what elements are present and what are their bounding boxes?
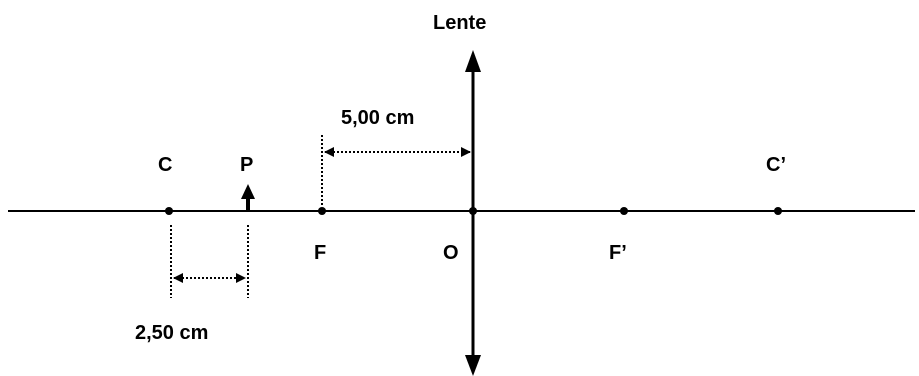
point-c-prime: [774, 207, 782, 215]
object-offset-label: 2,50 cm: [135, 322, 209, 344]
point-f-prime: [620, 207, 628, 215]
object-arrow-head: [241, 184, 255, 199]
optical-center-label: O: [443, 242, 459, 264]
center-right-label: C’: [766, 154, 786, 176]
lens-bottom-arrowhead: [465, 355, 481, 376]
point-f: [318, 207, 326, 215]
focus-right-label: F’: [609, 242, 627, 264]
center-left-label: C: [158, 154, 173, 176]
point-c: [165, 207, 173, 215]
object-label: P: [240, 154, 254, 176]
lens-top-arrowhead: [465, 50, 481, 72]
lens-label: Lente: [433, 12, 487, 34]
point-o: [469, 207, 477, 215]
focus-left-label: F: [314, 242, 327, 264]
focal-distance-label: 5,00 cm: [341, 107, 415, 129]
